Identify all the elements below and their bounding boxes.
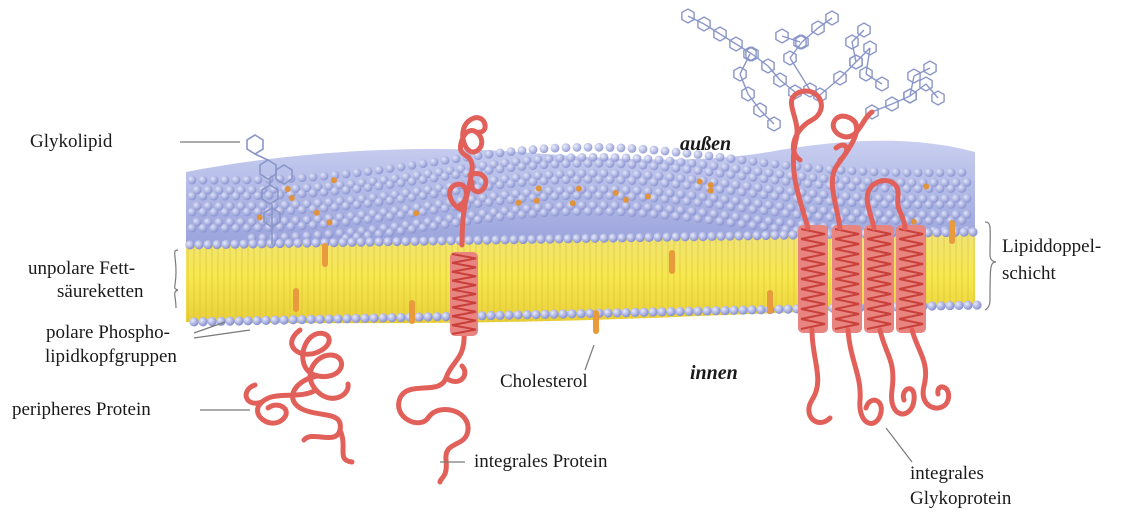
label-glycolipid: Glykolipid: [30, 131, 112, 153]
label-integral-protein: integrales Protein: [474, 451, 608, 473]
label-unpolar-line2: säureketten: [57, 281, 144, 303]
peripheral-protein: [246, 330, 352, 462]
label-cholesterol: Cholesterol: [500, 371, 588, 393]
label-lipid-bilayer-line2: schicht: [1002, 263, 1056, 285]
glycoprotein-sugar-chains: [682, 9, 944, 131]
label-peripheral-protein: peripheres Protein: [12, 399, 151, 421]
label-polar-line2: lipidkopfgruppen: [45, 346, 177, 368]
label-inside: innen: [690, 362, 738, 384]
label-polar-line1: polare Phospho-: [46, 322, 170, 344]
label-lipid-bilayer-line1: Lipiddoppel-: [1002, 236, 1101, 258]
label-unpolar-line1: unpolare Fett-: [28, 258, 135, 280]
label-outside: außen: [680, 133, 731, 155]
label-glycoprotein-line1: integrales: [910, 463, 984, 485]
label-glycoprotein-line2: Glykoprotein: [910, 488, 1011, 510]
integral-protein-helix: [450, 252, 478, 336]
